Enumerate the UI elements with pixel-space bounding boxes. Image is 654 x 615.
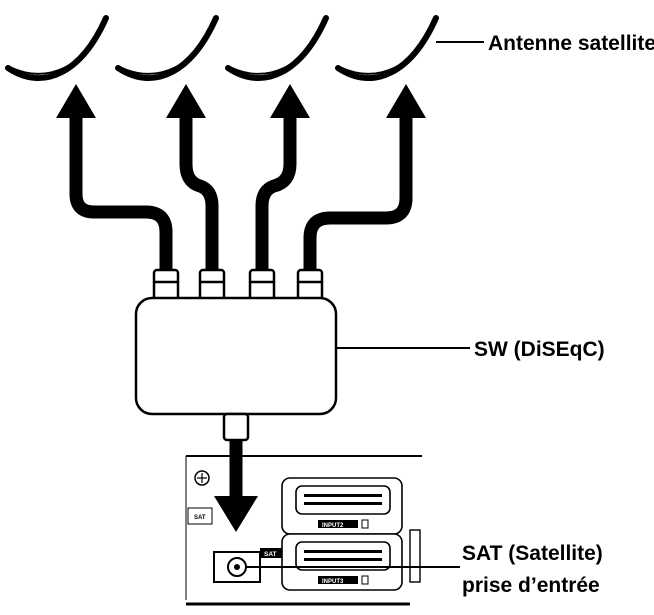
scart-connector-icon <box>295 485 391 515</box>
cable-2 <box>179 112 219 270</box>
antenna-label: Antenne satellite <box>488 32 654 55</box>
satellite-dish-icon <box>335 15 439 81</box>
cable-1 <box>69 112 173 270</box>
arrow-heads <box>56 84 426 118</box>
cables-to-dishes <box>69 112 413 270</box>
connector-2 <box>198 268 226 302</box>
rear-panel: SAT INPUT2 INPUT3 <box>185 455 422 606</box>
sat-port-label: SAT <box>264 551 277 558</box>
satellite-dish-icon <box>115 15 219 81</box>
connector-3 <box>248 268 276 302</box>
satellite-dish-icon <box>5 15 109 81</box>
switch-connectors <box>152 268 324 302</box>
cable-4 <box>303 112 413 270</box>
scart-upper-label: INPUT2 <box>322 523 344 529</box>
connector-4 <box>296 268 324 302</box>
arrow-up-icon <box>166 84 206 118</box>
arrow-down-icon <box>214 496 258 532</box>
scart-lower-label: INPUT3 <box>322 579 344 585</box>
satellite-dishes <box>5 15 439 81</box>
satellite-dish-icon <box>225 15 329 81</box>
sat-label-line2: prise d’entrée <box>462 574 600 597</box>
arrow-up-icon <box>56 84 96 118</box>
side-tag-label: SAT <box>194 515 206 521</box>
bottom-connector <box>222 412 250 442</box>
scart-connector-icon <box>295 541 391 571</box>
switch-label: SW (DiSEqC) <box>474 338 605 361</box>
arrow-up-icon <box>386 84 426 118</box>
side-tag <box>187 507 213 525</box>
diseqc-switch-icon <box>134 296 338 416</box>
arrow-up-icon <box>270 84 310 118</box>
panel-side-bracket <box>409 529 421 583</box>
cable-3 <box>255 112 297 270</box>
sat-label-line1: SAT (Satellite) <box>462 542 603 565</box>
connector-1 <box>152 268 180 302</box>
